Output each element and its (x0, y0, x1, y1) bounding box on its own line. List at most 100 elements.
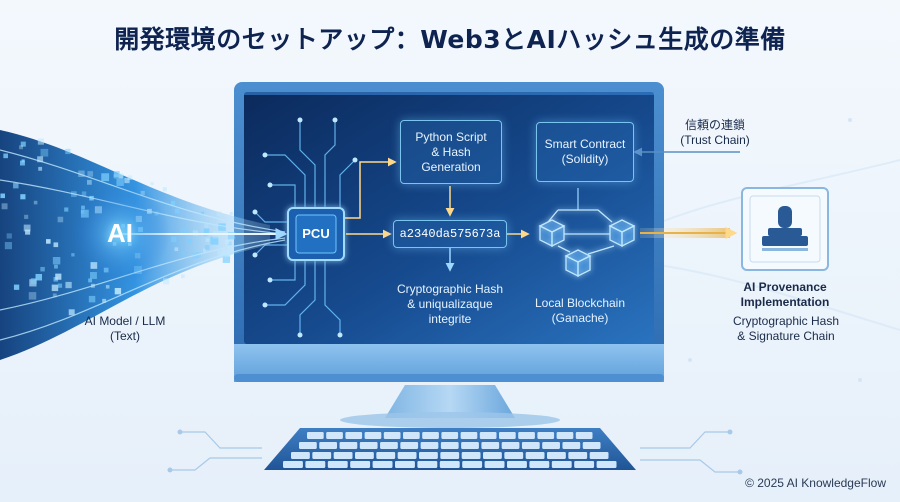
screen-connectors (345, 157, 579, 272)
data-pixel (174, 247, 179, 252)
data-pixel (4, 242, 12, 250)
keyboard-key (462, 461, 483, 468)
keyboard-key (422, 432, 439, 439)
keyboard-key (305, 461, 326, 468)
provenance-arrow (640, 227, 738, 239)
keyboard-key (333, 452, 353, 459)
keyboard-key (291, 452, 310, 459)
data-pixel (170, 236, 177, 243)
data-pixel (205, 238, 210, 242)
keyboard-key (420, 442, 439, 449)
data-pixel (38, 166, 43, 171)
data-pixel (227, 231, 236, 240)
ai-data-stream (0, 130, 288, 360)
cpu-chip (287, 207, 345, 261)
data-pixel (65, 281, 72, 289)
trust-chain-line1: 信頼の連鎖 (684, 118, 745, 132)
data-pixel (52, 293, 57, 298)
data-pixel (53, 242, 59, 248)
blockchain-line2: (Ganache) (551, 311, 609, 325)
data-pixel (13, 284, 20, 290)
keyboard-key (403, 432, 420, 439)
blockchain-line1: Local Blockchain (534, 296, 626, 310)
keyboard-key (319, 442, 338, 449)
data-pixel (57, 216, 64, 223)
keyboard-key (327, 461, 348, 468)
data-pixel (124, 177, 130, 184)
data-pixel (150, 182, 154, 186)
data-pixel (222, 249, 230, 257)
data-pixel (24, 214, 29, 219)
keyboard-key (542, 442, 560, 449)
keyboard-key (339, 442, 358, 449)
data-pixel (21, 159, 25, 163)
keyboard-key (499, 432, 516, 439)
data-pixel (13, 182, 19, 189)
keyboard-key (483, 452, 502, 459)
cube-left (538, 219, 566, 248)
circuit-traces (254, 120, 356, 335)
data-pixel (180, 228, 188, 235)
data-pixel (116, 178, 124, 186)
data-pixel (127, 175, 133, 181)
keyboard-key (551, 461, 572, 468)
keyboard-key (419, 452, 438, 459)
provenance-title-line1: AI Provenance (743, 280, 827, 294)
keyboard-key (518, 432, 535, 439)
local-blockchain-label: Local Blockchain (Ganache) (520, 296, 640, 326)
data-pixel (162, 187, 167, 192)
provenance-title-line2: Implementation (740, 295, 830, 309)
provenance-title: AI Provenance Implementation (720, 280, 850, 310)
trust-chain-label: 信頼の連鎖 (Trust Chain) (660, 118, 770, 148)
data-pixel (86, 179, 92, 185)
keyboard-key (562, 442, 581, 449)
keyboard-key (383, 432, 401, 439)
keyboard-key (484, 461, 505, 468)
data-pixel (203, 228, 210, 234)
keyboard-key (556, 432, 574, 439)
data-pixel (163, 278, 170, 285)
keyboard-key (575, 432, 593, 439)
ai-model-label-line1: AI Model / LLM (84, 314, 166, 328)
keyboard-key (481, 442, 500, 449)
keyboard-key (479, 432, 497, 439)
data-pixel (68, 309, 75, 316)
keyboard-key (547, 452, 566, 459)
keyboard-key (397, 452, 417, 459)
smart-contract-box: Smart Contract (Solidity) (536, 122, 634, 182)
data-pixel (210, 236, 219, 245)
ai-model-label: AI Model / LLM (Text) (70, 314, 180, 344)
monitor-stand (340, 385, 560, 428)
data-pixel (37, 138, 44, 145)
cube-bottom (564, 249, 592, 278)
data-pixel (181, 274, 185, 279)
stamp-icon (762, 206, 808, 251)
keyboard-key (439, 461, 460, 468)
data-pixel (71, 253, 75, 257)
data-pixel (216, 211, 222, 217)
python-script-box: Python Script & Hash Generation (400, 120, 502, 184)
data-pixel (187, 238, 192, 244)
keyboard-key (359, 442, 378, 449)
keyboard-key (307, 432, 324, 439)
data-pixel (57, 283, 63, 288)
data-pixel (51, 284, 59, 292)
data-pixel (201, 211, 205, 215)
keyboard-key (525, 452, 545, 459)
crypto-hash-label: Cryptographic Hash & uniqualizaque integ… (380, 282, 520, 327)
contract-box-line1: Smart Contract (544, 137, 626, 151)
keyboard-key (529, 461, 550, 468)
data-pixel (113, 171, 120, 177)
crypto-hash-line2: & uniqualizaque (407, 297, 493, 311)
contract-box-line2: (Solidity) (561, 152, 609, 166)
data-pixel (35, 273, 43, 281)
keyboard-key (283, 461, 303, 468)
python-box-line3: Generation (421, 159, 481, 174)
data-pixel (3, 153, 8, 159)
provenance-sub-line2: & Signature Chain (737, 329, 835, 343)
keyboard-key (440, 452, 460, 459)
provenance-certificate (741, 187, 829, 271)
data-pixel (174, 208, 180, 214)
copyright-text: © 2025 AI KnowledgeFlow (745, 476, 886, 490)
keyboard-key (461, 452, 481, 459)
